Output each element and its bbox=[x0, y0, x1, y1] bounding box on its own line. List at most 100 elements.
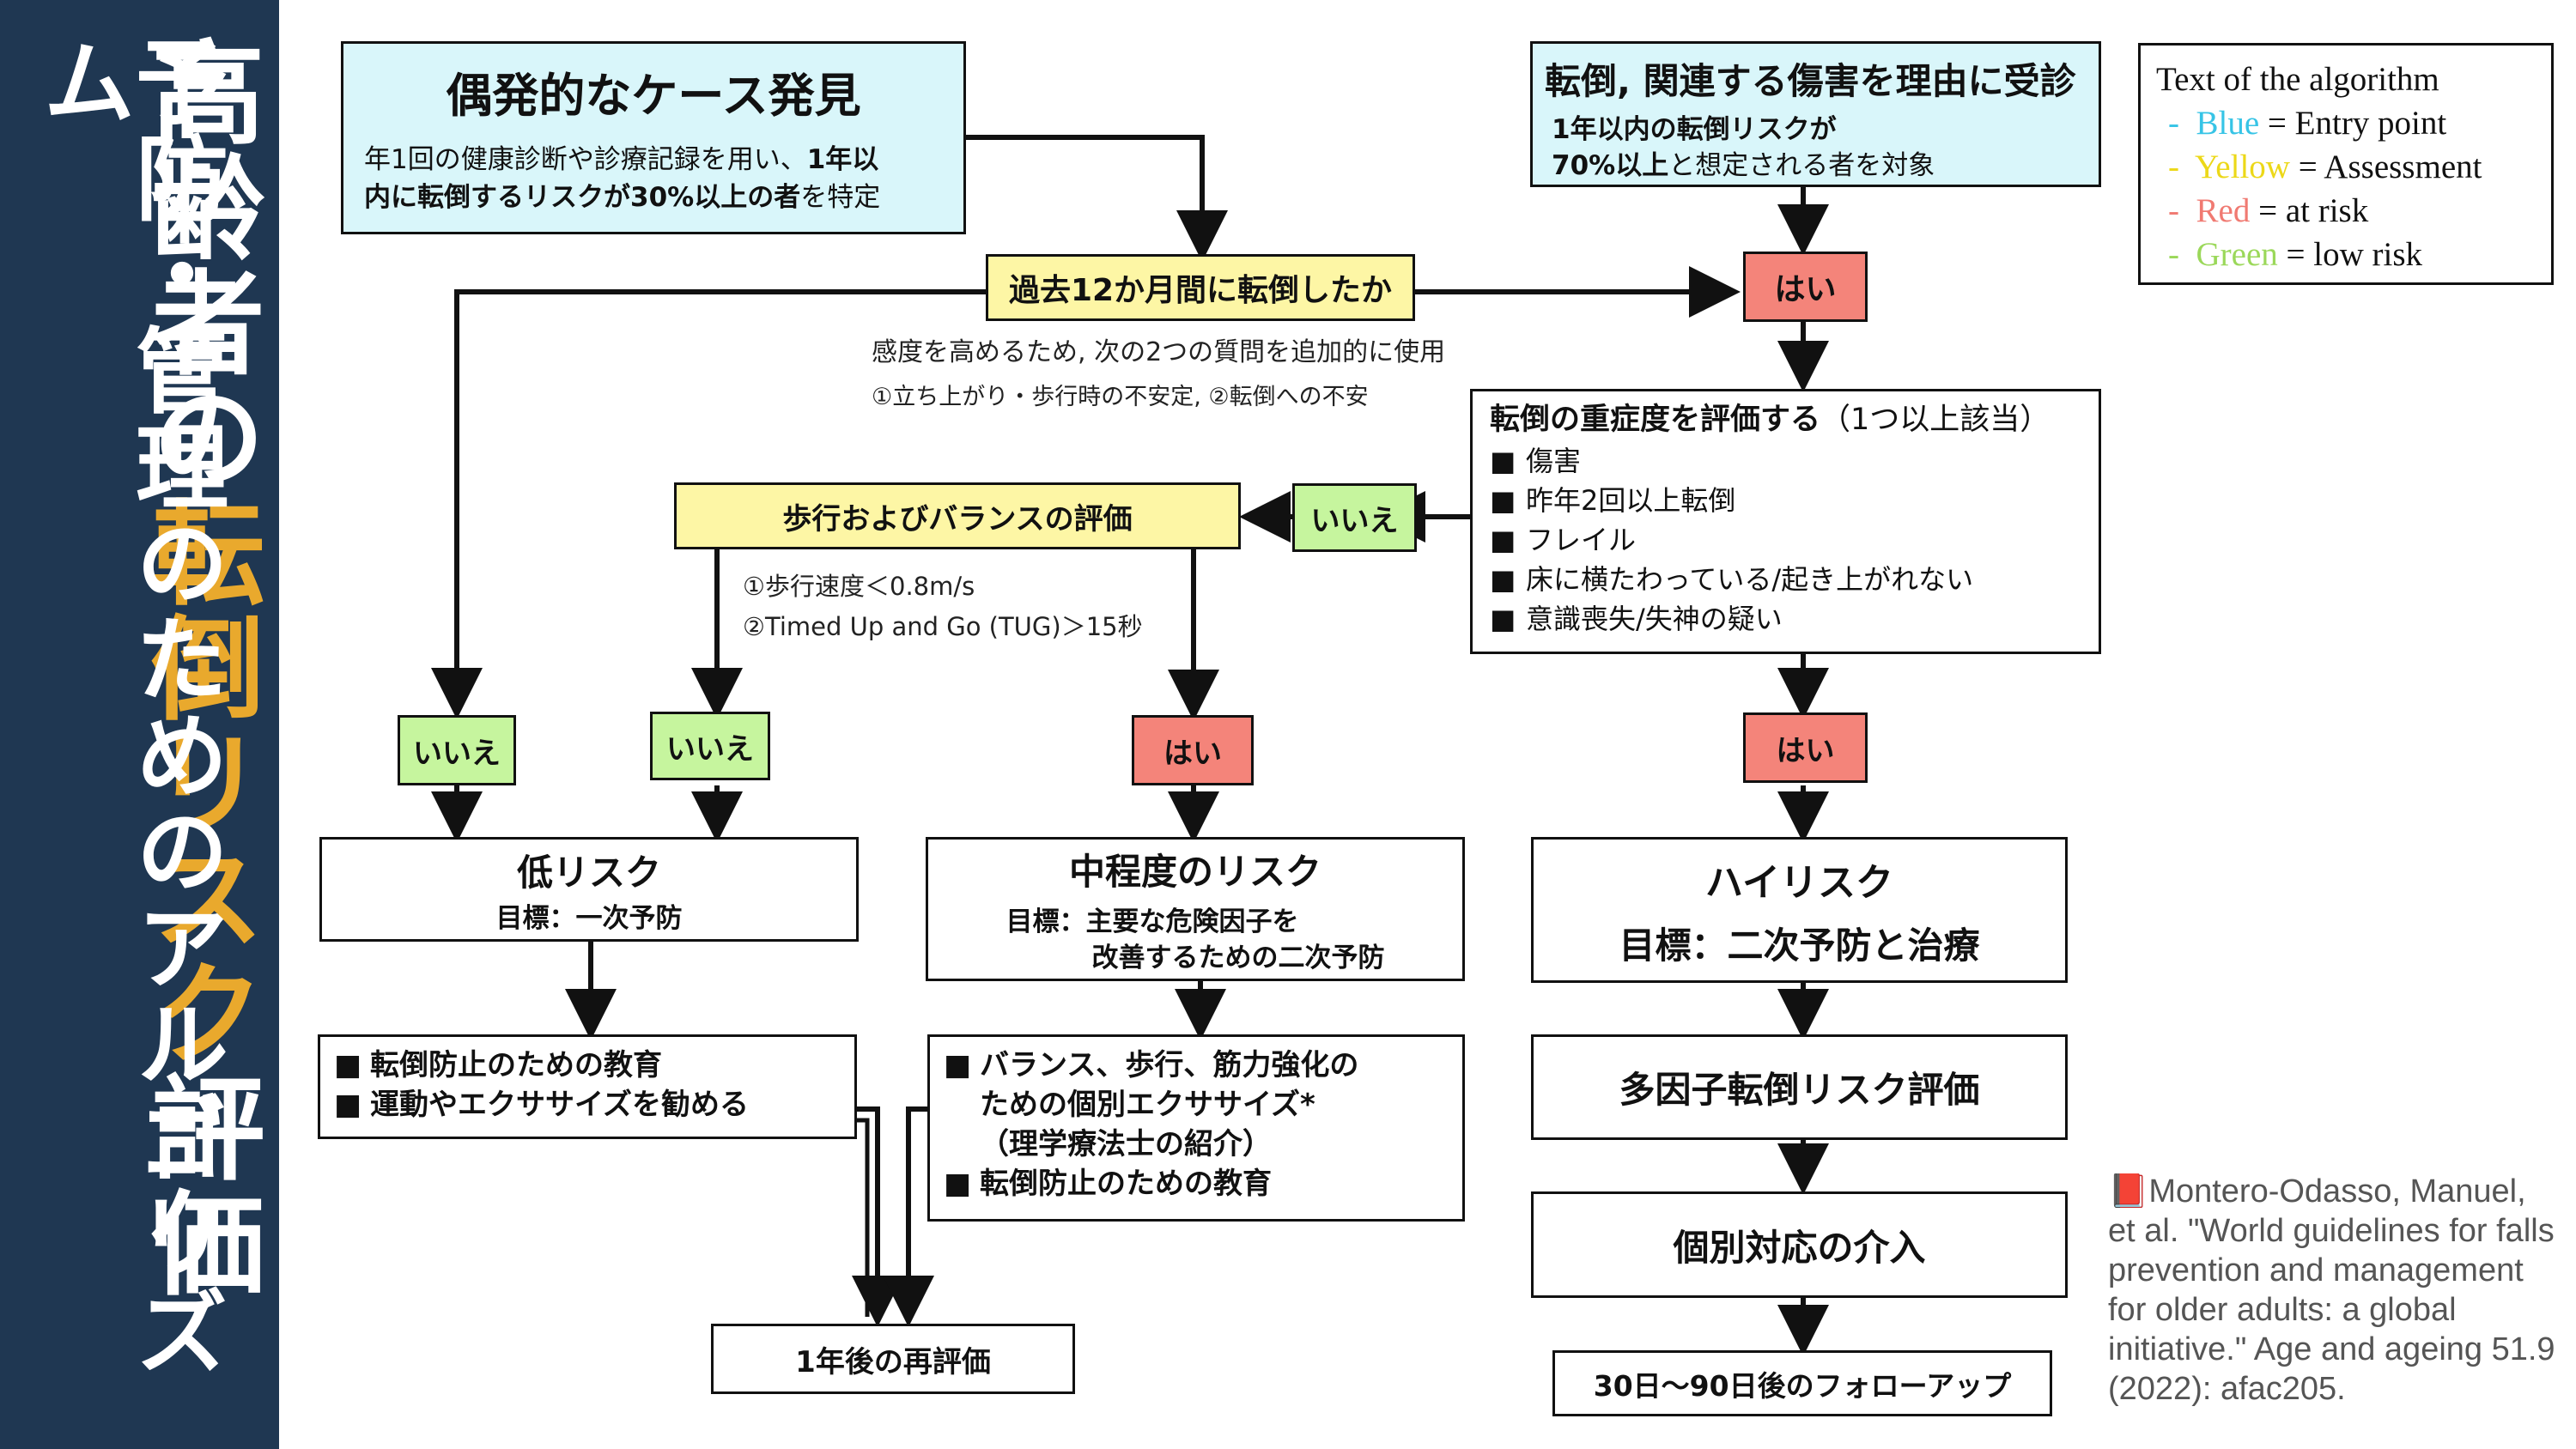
text-part: を特定 bbox=[800, 182, 881, 213]
high-risk-goal: 目標：二次予防と治療 bbox=[1619, 924, 1980, 967]
list-item: 転倒防止のための教育 bbox=[944, 1164, 1449, 1203]
question-note-2: ①立ち上がり・歩行時の不安定, ②転倒への不安 bbox=[872, 384, 1369, 410]
arrow bbox=[857, 1118, 870, 1317]
arrow bbox=[431, 289, 986, 719]
severity-title-note: （1つ以上該当） bbox=[1820, 403, 2050, 437]
yes-label: はい bbox=[1163, 736, 1222, 771]
goal-line: 目標：主要な危険因子を bbox=[1005, 906, 1299, 937]
list-item: 床に横たわっている/起き上がれない bbox=[1490, 560, 2081, 599]
no-badge-gait: いいえ bbox=[650, 712, 770, 780]
question-note-1: 感度を高めるため, 次の2つの質問を追加的に使用 bbox=[872, 337, 1446, 367]
no-label: いいえ bbox=[1310, 503, 1399, 538]
entry-box-title: 偶発的なケース発見 bbox=[446, 69, 861, 123]
goal-line: 改善するための二次予防 bbox=[1091, 942, 1385, 973]
legend-box: Text of the algorithm - Blue = Entry poi… bbox=[2138, 43, 2554, 285]
moderate-risk-goal: 目標：主要な危険因子を 改善するための二次予防 bbox=[1006, 904, 1385, 976]
action-text: ための個別エクササイズ* bbox=[980, 1088, 1315, 1122]
action-text: （理学療法士の紹介） bbox=[980, 1127, 1272, 1161]
follow-up-box: 30日〜90日後のフォローアップ bbox=[1552, 1350, 2052, 1416]
high-risk-box: ハイリスク 目標：二次予防と治療 bbox=[1531, 837, 2068, 983]
yes-label: はい bbox=[1774, 272, 1837, 307]
entry-box-case-finding: 偶発的なケース発見 年1回の健康診断や診療記録を用い、1年以 内に転倒するリスク… bbox=[341, 41, 966, 234]
low-risk-actions: 転倒防止のための教育運動やエクササイズを勧める bbox=[318, 1034, 857, 1139]
severity-title-text: 転倒の重症度を評価する bbox=[1490, 403, 1821, 437]
legend-dash: - bbox=[2168, 149, 2196, 185]
text-part: 1年以内の転倒リスクが bbox=[1552, 114, 1837, 145]
gait-balance-assessment: 歩行およびバランスの評価 bbox=[674, 482, 1241, 549]
text-part: 1年以 bbox=[806, 144, 879, 175]
list-item: 傷害 bbox=[1490, 441, 2081, 481]
low-risk-box: 低リスク 目標：一次予防 bbox=[319, 837, 859, 942]
reevaluation-box: 1年後の再評価 bbox=[711, 1324, 1075, 1394]
legend-items: - Blue = Entry point- Yellow = Assessmen… bbox=[2156, 101, 2536, 276]
question-label: 過去12か月間に転倒したか bbox=[1008, 273, 1393, 308]
legend-meaning: = Entry point bbox=[2259, 105, 2447, 142]
legend-meaning: = low risk bbox=[2277, 236, 2423, 273]
list-item: 転倒防止のための教育 bbox=[334, 1046, 841, 1085]
legend-item: - Green = low risk bbox=[2156, 233, 2536, 276]
text-part: 70%以上 bbox=[1552, 150, 1669, 181]
yes-badge-severity: はい bbox=[1743, 712, 1868, 783]
severity-criteria-list: 傷害昨年2回以上転倒フレイル床に横たわっている/起き上がれない意識喪失/失神の疑… bbox=[1490, 441, 2081, 639]
severity-title: 転倒の重症度を評価する（1つ以上該当） bbox=[1490, 400, 2081, 440]
step-label: 多因子転倒リスク評価 bbox=[1619, 1069, 1980, 1111]
arrow bbox=[852, 1106, 903, 1327]
high-risk-title: ハイリスク bbox=[1704, 860, 1894, 905]
title-part: 評価 bbox=[132, 1070, 264, 1300]
main-title: 高齢者の転倒リスク評価 bbox=[132, 34, 264, 1300]
legend-color-name: Red bbox=[2196, 192, 2251, 229]
entry-box-presentation: 転倒, 関連する傷害を理由に受診 1年以内の転倒リスクが 70%以上と想定される… bbox=[1530, 41, 2101, 187]
step-label: 30日〜90日後のフォローアップ bbox=[1593, 1368, 2012, 1403]
multifactorial-assessment-box: 多因子転倒リスク評価 bbox=[1531, 1034, 2068, 1140]
severity-assessment-box: 転倒の重症度を評価する（1つ以上該当） 傷害昨年2回以上転倒フレイル床に横たわっ… bbox=[1470, 389, 2101, 654]
no-label: いいえ bbox=[666, 731, 754, 767]
low-actions-list: 転倒防止のための教育運動やエクササイズを勧める bbox=[334, 1046, 841, 1125]
gait-note-1: ①歩行速度＜0.8m/s bbox=[743, 572, 975, 601]
legend-item: - Red = at risk bbox=[2156, 189, 2536, 233]
list-item: 意識喪失/失神の疑い bbox=[1490, 599, 2081, 639]
sub-title: 予防・管理のためのアルゴリズム bbox=[27, 34, 228, 1380]
entry-box-text: 1年以内の転倒リスクが 70%以上と想定される者を対象 bbox=[1545, 112, 2087, 184]
action-text: バランス、歩行、筋力強化の bbox=[980, 1048, 1359, 1082]
no-badge-left: いいえ bbox=[398, 715, 516, 785]
legend-meaning: = Assessment bbox=[2289, 149, 2482, 185]
no-badge-middle: いいえ bbox=[1292, 483, 1417, 552]
legend-meaning: = at risk bbox=[2250, 192, 2369, 229]
legend-dash: - bbox=[2168, 192, 2196, 229]
list-item: 運動やエクササイズを勧める bbox=[334, 1085, 841, 1125]
legend-color-name: Blue bbox=[2196, 105, 2260, 142]
legend-color-name: Green bbox=[2196, 236, 2278, 273]
sidebar-panel: 高齢者の転倒リスク評価 予防・管理のためのアルゴリズム bbox=[0, 0, 279, 1449]
arrow bbox=[966, 135, 1228, 262]
title-highlight: 転倒リスク bbox=[132, 494, 264, 1070]
entry-box-title: 転倒, 関連する傷害を理由に受診 bbox=[1545, 60, 2076, 102]
text-part: 内に転倒するリスクが30%以上の者 bbox=[364, 182, 801, 213]
citation-text: 📕Montero-Odasso, Manuel, et al. "World g… bbox=[2108, 1173, 2555, 1407]
low-risk-goal: 目標：一次予防 bbox=[495, 903, 683, 934]
text-part: と想定される者を対象 bbox=[1668, 150, 1935, 181]
entry-box-text: 年1回の健康診断や診療記録を用い、1年以 内に転倒するリスクが30%以上の者を特… bbox=[364, 141, 943, 216]
legend-color-name: Yellow bbox=[2195, 149, 2290, 185]
yes-label: はい bbox=[1776, 733, 1835, 768]
legend-item: - Blue = Entry point bbox=[2156, 101, 2536, 145]
moderate-risk-title: 中程度のリスク bbox=[1068, 850, 1321, 893]
reeval-label: 1年後の再評価 bbox=[795, 1344, 991, 1379]
legend-dash: - bbox=[2168, 105, 2196, 142]
no-label: いいえ bbox=[413, 736, 501, 771]
text-part: 年1回の健康診断や診療記録を用い、 bbox=[364, 144, 807, 175]
list-item: 昨年2回以上転倒 bbox=[1490, 481, 2081, 520]
individual-intervention-box: 個別対応の介入 bbox=[1531, 1191, 2068, 1298]
title-part: 高齢者の bbox=[132, 34, 264, 494]
legend-dash: - bbox=[2168, 236, 2196, 273]
legend-heading: Text of the algorithm bbox=[2156, 61, 2439, 98]
moderate-risk-box: 中程度のリスク 目標：主要な危険因子を 改善するための二次予防 bbox=[926, 837, 1465, 981]
yes-badge-top: はい bbox=[1743, 252, 1868, 322]
action-text: 転倒防止のための教育 bbox=[980, 1167, 1272, 1201]
step-label: 個別対応の介入 bbox=[1673, 1226, 1926, 1269]
question-fall-12-months: 過去12か月間に転倒したか bbox=[986, 254, 1415, 321]
low-risk-title: 低リスク bbox=[516, 852, 661, 894]
